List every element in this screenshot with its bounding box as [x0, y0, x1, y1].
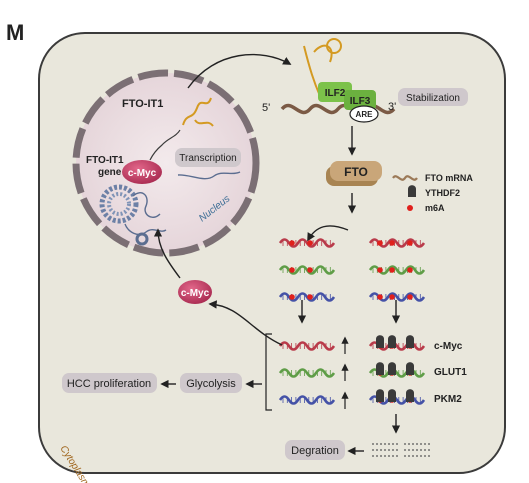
wavy-mrna-icon — [392, 175, 418, 181]
legend-label-1: YTHDF2 — [425, 188, 460, 198]
cmyc-import-arrow — [153, 228, 181, 279]
m6a-dot-icon — [407, 205, 413, 211]
three-prime-label: 3' — [388, 101, 396, 113]
base-pair-ticks — [282, 370, 331, 376]
m6a-mark — [289, 294, 295, 300]
transcription-label: Transcription — [179, 153, 236, 164]
legend-label-0: FTO mRNA — [425, 173, 473, 183]
m6a-mark — [307, 294, 313, 300]
glycolysis-label: Glycolysis — [186, 378, 236, 390]
m6a-mark — [407, 294, 413, 300]
base-pair-ticks — [282, 397, 331, 403]
cmyc-free-label: c-Myc — [181, 288, 210, 299]
rna-fragments — [372, 443, 430, 457]
demethylated-mrnas — [278, 341, 336, 405]
m6a-mark — [389, 240, 395, 246]
ftoit1-transcript — [182, 97, 214, 127]
hcc-pill — [62, 373, 157, 393]
m6a-mark — [377, 294, 383, 300]
nucleus — [72, 69, 260, 257]
demethylation-arrow — [307, 225, 349, 242]
m6a-mark — [289, 267, 295, 273]
m6a-mark — [407, 240, 413, 246]
mrna-strand — [278, 292, 336, 302]
cmyc-free — [178, 280, 212, 304]
m6a-mark — [307, 240, 313, 246]
m6a-mark — [389, 267, 395, 273]
legend-label-2: m6A — [425, 203, 445, 213]
ftoit1-gene-dna — [149, 129, 181, 161]
export-arrow — [187, 53, 292, 89]
gene-label-line1: FTO-IT1 — [86, 155, 124, 166]
gene-label-line2: gene — [98, 167, 122, 178]
base-pair-ticks — [282, 343, 331, 349]
ythdf2-reader — [376, 389, 384, 402]
ythdf2-reader — [406, 335, 414, 348]
mrna-strand — [278, 368, 336, 378]
gene-label-glut1: GLUT1 — [434, 367, 467, 378]
ythdf2-reader — [376, 335, 384, 348]
glycolysis-pill — [180, 373, 242, 393]
mrna-strand — [278, 265, 336, 275]
gene-label-cmyc: c-Myc — [434, 341, 463, 352]
stabilization-pill — [398, 88, 468, 106]
degradation-pill — [285, 440, 345, 460]
m6a-mark — [377, 240, 383, 246]
m6a-mark — [307, 267, 313, 273]
mrna-strand — [278, 238, 336, 248]
ftoit1-label: FTO-IT1 — [122, 98, 163, 110]
ilf3-label: ILF3 — [350, 96, 371, 107]
stabilization-complex — [280, 38, 396, 123]
transcription-pill — [175, 148, 241, 167]
cmyc-bound-label: c-Myc — [128, 168, 157, 179]
five-prime-label: 5' — [262, 102, 270, 114]
ythdf2-reader — [406, 389, 414, 402]
m6a-mark — [407, 267, 413, 273]
ythdf2-reader — [376, 362, 384, 375]
fto-protein — [326, 161, 382, 186]
degradation-label: Degration — [291, 445, 339, 457]
ilf2-label: ILF2 — [325, 88, 346, 99]
hcc-label: HCC proliferation — [67, 378, 151, 390]
fto-label: FTO — [344, 165, 368, 179]
mrna-strand — [278, 341, 336, 351]
chromatin — [99, 171, 241, 246]
ythdf2-icon — [408, 185, 416, 197]
ythdf2-bound-mrnas — [368, 335, 426, 405]
are-label: ARE — [356, 110, 374, 119]
panel-label: M — [6, 20, 24, 45]
ythdf2-reader — [406, 362, 414, 375]
gene-label-pkm2: PKM2 — [434, 394, 462, 405]
m6a-mark — [377, 267, 383, 273]
stabilization-label: Stabilization — [406, 93, 460, 104]
ythdf2-reader — [388, 362, 396, 375]
bracket — [265, 333, 272, 411]
m6a-mark — [389, 294, 395, 300]
ythdf2-reader — [388, 335, 396, 348]
mrna-strand — [278, 395, 336, 405]
methylated-mrnas-left — [278, 238, 336, 302]
methylated-mrnas-right — [368, 238, 426, 302]
to-cmyc-arrow — [208, 300, 283, 346]
cmyc-bound: c-Myc — [122, 160, 162, 184]
m6a-mark — [289, 240, 295, 246]
ythdf2-reader — [388, 389, 396, 402]
